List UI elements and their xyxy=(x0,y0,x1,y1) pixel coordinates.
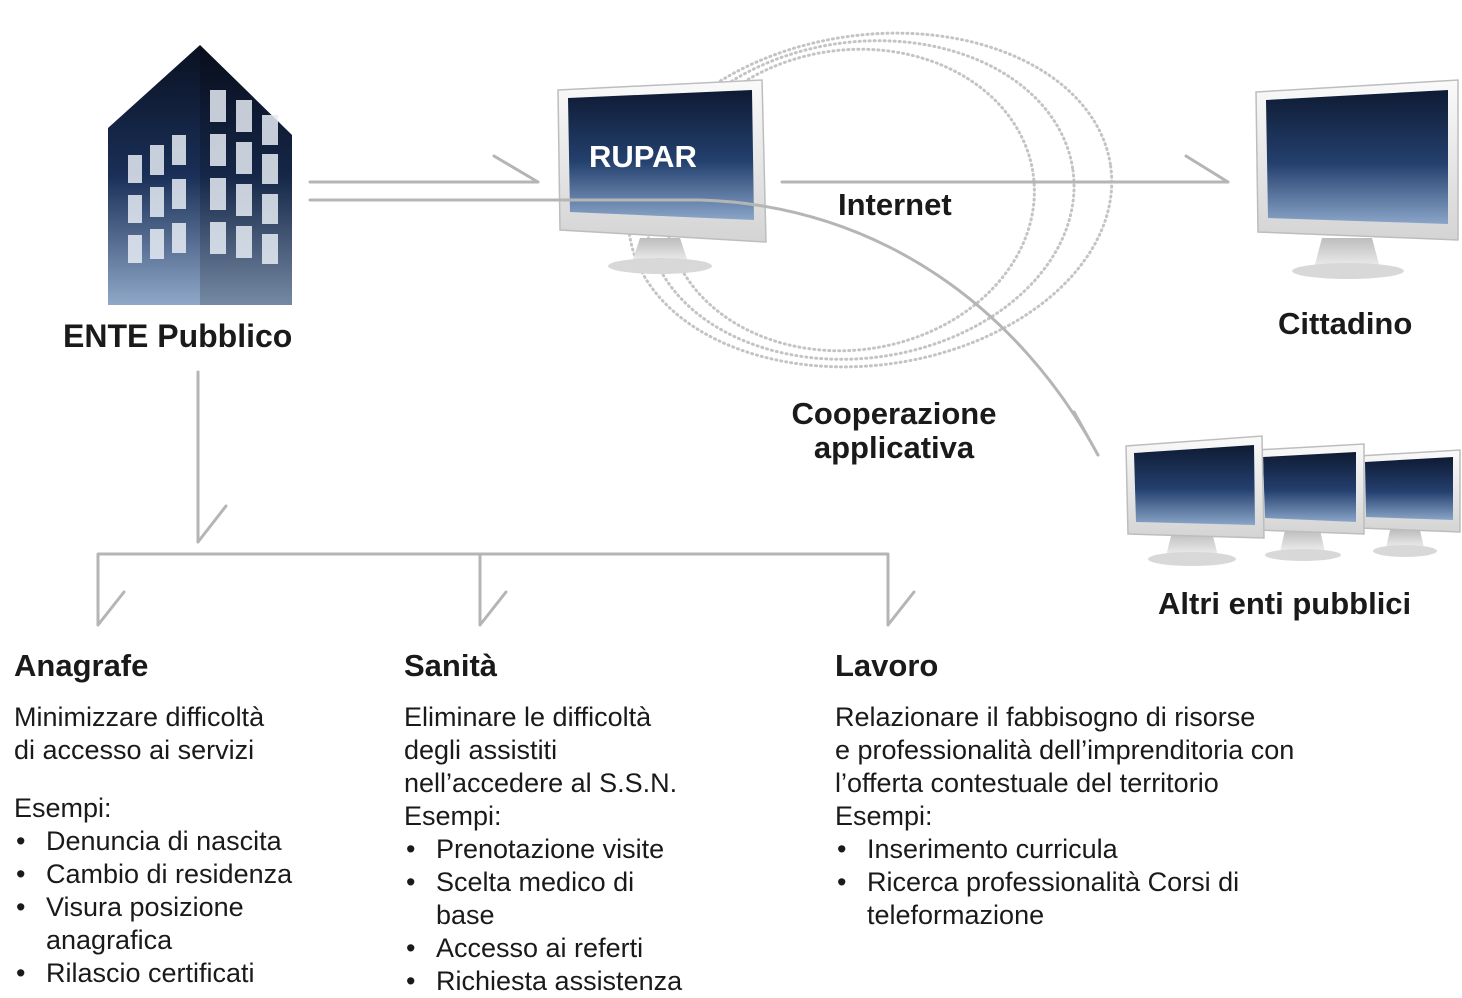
list-item: Accesso ai referti xyxy=(404,932,804,965)
examples-label: Esempi: xyxy=(404,801,502,831)
branch-line-sections xyxy=(96,552,916,627)
cooperazione-line-2: applicativa xyxy=(813,430,975,465)
arrow-ente-to-sections xyxy=(196,370,228,544)
list-item: Inserimento curricula xyxy=(835,833,1435,866)
rupar-label: RUPAR xyxy=(589,139,697,174)
examples-list: Prenotazione visite Scelta medico di bas… xyxy=(404,833,804,998)
examples-label: Esempi: xyxy=(14,793,112,823)
list-item: Ricerca professionalità Corsi di telefor… xyxy=(835,866,1347,932)
section-description: Minimizzare difficoltà di accesso ai ser… xyxy=(14,702,265,765)
cooperazione-line-1: Cooperazione xyxy=(791,396,997,431)
list-item: Visura posizione anagrafica xyxy=(14,891,306,957)
examples-list: Inserimento curricula Ricerca profession… xyxy=(835,833,1435,932)
section-description: Relazionare il fabbisogno di risorse e p… xyxy=(835,702,1295,798)
section-sanita: Sanità Eliminare le difficoltà degli ass… xyxy=(404,650,804,998)
building-icon xyxy=(108,45,292,305)
rupar-monitor-icon xyxy=(557,79,767,274)
ente-label: ENTE Pubblico xyxy=(63,318,293,354)
examples-label: Esempi: xyxy=(835,801,933,831)
list-item: Prenotazione visite xyxy=(404,833,804,866)
arrow-ente-to-rupar xyxy=(308,154,540,184)
examples-list: Denuncia di nascita Cambio di residenza … xyxy=(14,825,384,990)
cittadino-monitor-icon xyxy=(1255,79,1459,279)
arrow-rupar-to-cittadino xyxy=(780,154,1230,184)
section-title: Sanità xyxy=(404,648,498,683)
cooperazione-label: Cooperazione applicativa xyxy=(764,397,1024,465)
section-title: Lavoro xyxy=(835,648,939,683)
list-item: Denuncia di nascita xyxy=(14,825,384,858)
arrow-cooperazione-applicativa xyxy=(308,198,1100,457)
list-item: Cambio di residenza xyxy=(14,858,384,891)
altri-enti-monitors-icon xyxy=(1125,435,1461,566)
section-lavoro: Lavoro Relazionare il fabbisogno di riso… xyxy=(835,650,1435,932)
cittadino-label: Cittadino xyxy=(1278,306,1413,341)
list-item: Richiesta assistenza xyxy=(404,965,804,998)
section-title: Anagrafe xyxy=(14,648,149,683)
section-anagrafe: Anagrafe Minimizzare difficoltà di acces… xyxy=(14,650,384,990)
list-item: Scelta medico di base xyxy=(404,866,676,932)
altri-enti-label: Altri enti pubblici xyxy=(1158,586,1412,621)
list-item: Rilascio certificati xyxy=(14,957,384,990)
section-description: Eliminare le difficoltà degli assistiti … xyxy=(404,702,678,798)
internet-label: Internet xyxy=(838,187,952,222)
